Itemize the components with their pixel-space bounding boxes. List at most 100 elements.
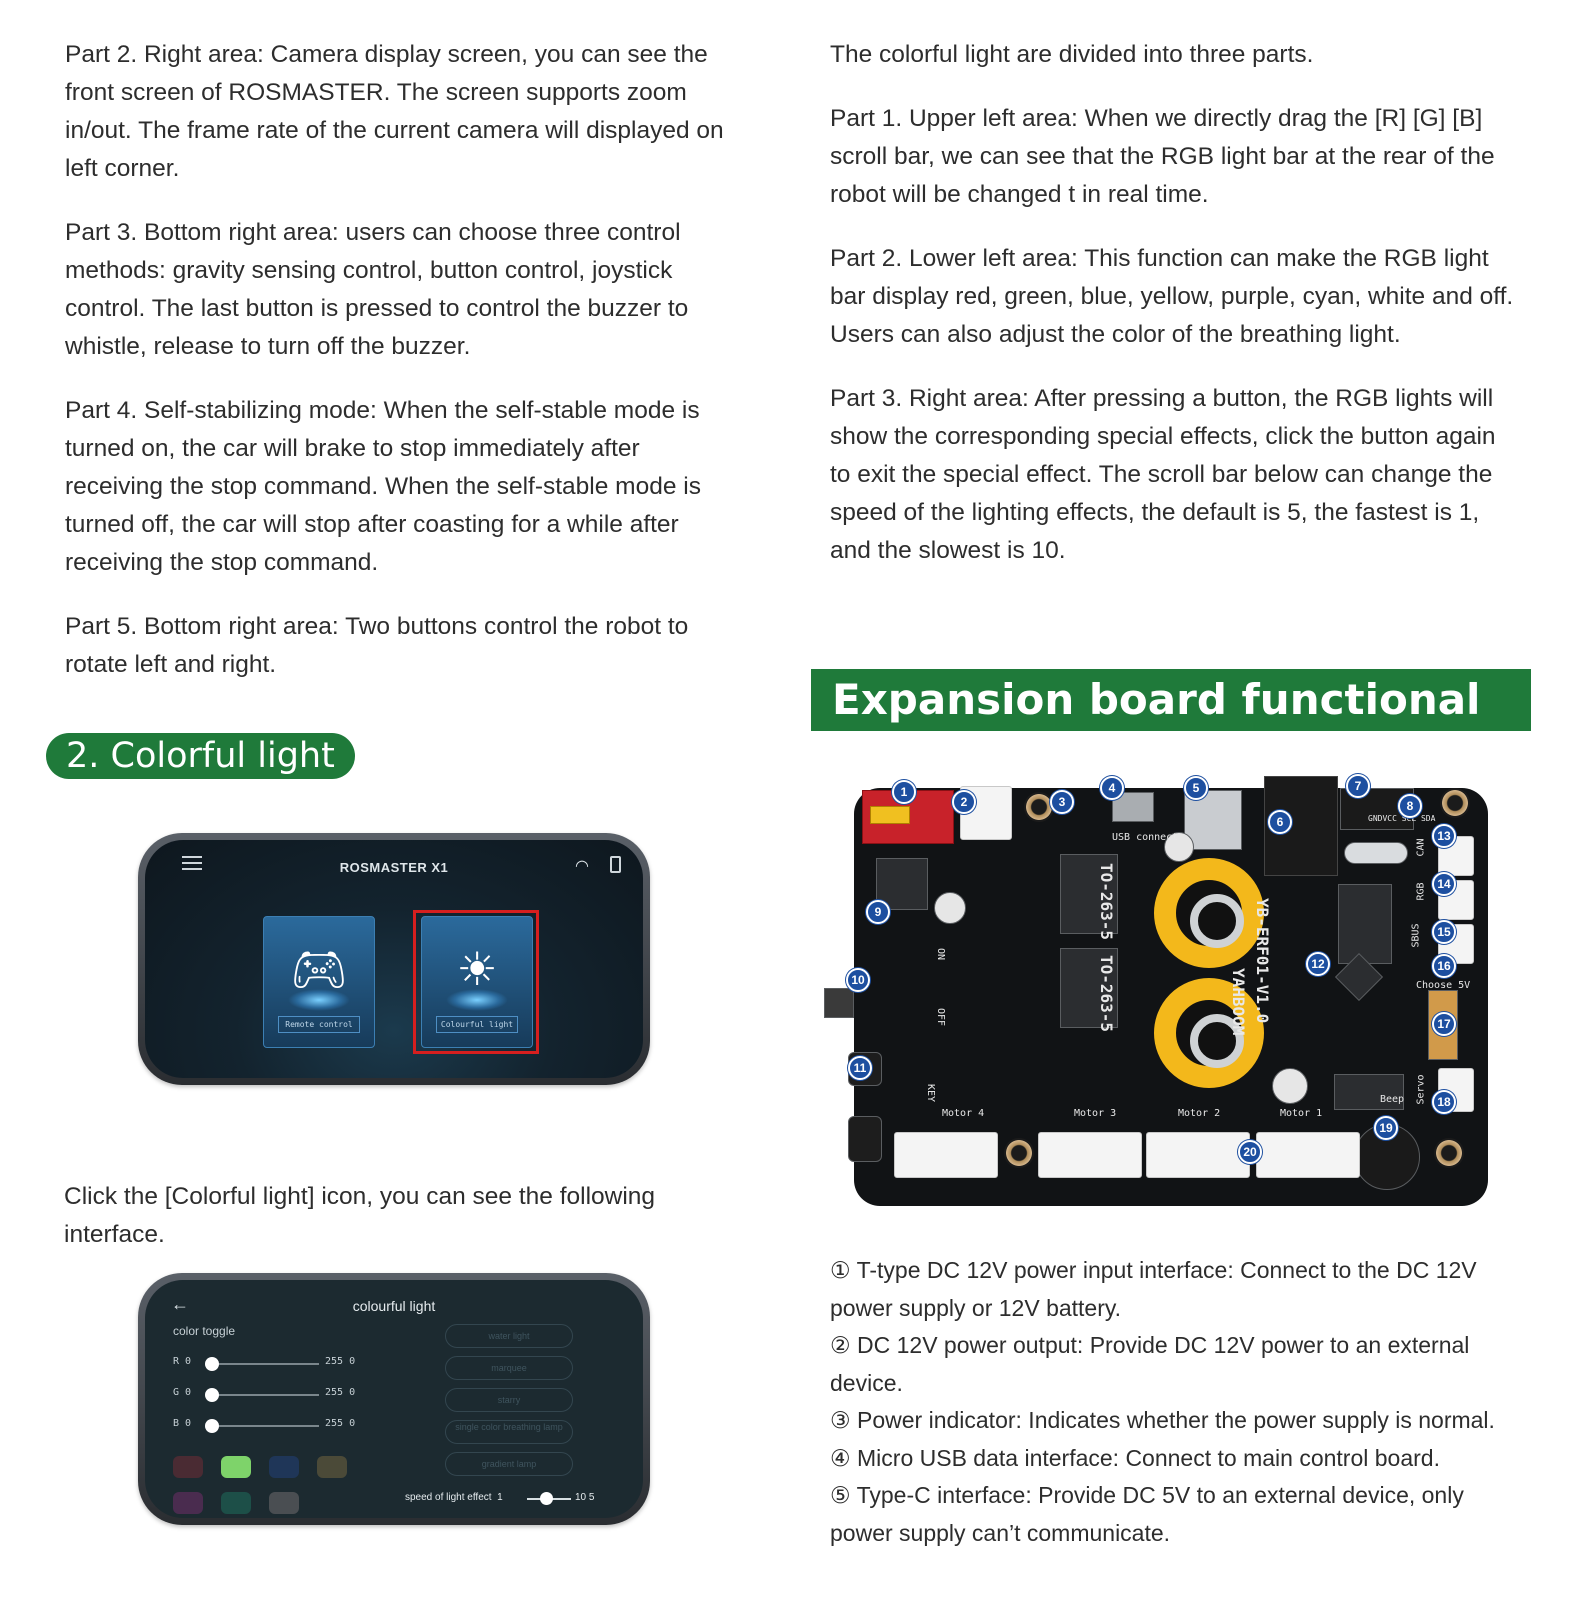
beep-silk: Beep [1380, 1094, 1405, 1105]
motor4-silk: Motor 4 [942, 1108, 985, 1119]
hologram-glow [446, 989, 508, 1011]
hamburger-menu-icon[interactable] [182, 856, 202, 870]
motor3-connector [1038, 1132, 1142, 1178]
color-swatch[interactable] [173, 1456, 203, 1478]
regulator-chip [1338, 884, 1392, 964]
speed-slider-knob[interactable] [540, 1492, 553, 1505]
paragraph-light-part3: Part 3. Right area: After pressing a but… [830, 385, 1496, 564]
on-silk: ON [935, 948, 946, 961]
speed-label: speed of light effect 1 [405, 1492, 503, 1503]
marker-18: 18 [1432, 1090, 1456, 1114]
mounting-hole [1440, 788, 1470, 818]
phone-screenshot-menu: ROSMASTER X1 ◠ 🎮︎ Remote control ☀ Colou… [138, 833, 650, 1085]
marker-14: 14 [1432, 872, 1456, 896]
marker-11: 11 [848, 1056, 872, 1080]
marker-17: 17 [1432, 1012, 1456, 1036]
reset-button [848, 1116, 882, 1162]
marker-15: 15 [1432, 920, 1456, 944]
effect-breathing-button[interactable]: single color breathing lamp [445, 1420, 573, 1444]
slider-knob[interactable] [205, 1388, 219, 1402]
marker-19: 19 [1374, 1116, 1398, 1140]
marker-3: 3 [1050, 790, 1074, 814]
color-swatch[interactable] [221, 1492, 251, 1514]
mounting-hole [1434, 1138, 1464, 1168]
motor2-connector [1146, 1132, 1250, 1178]
list-item: ⑤ Type-C interface: Provide DC 5V to an … [830, 1482, 1464, 1546]
paragraph-part4: Part 4. Self-stabilizing mode: When the … [65, 397, 701, 576]
capacitor [934, 892, 966, 924]
color-swatch[interactable] [269, 1456, 299, 1478]
colourful-light-label: Colourful light [436, 1016, 518, 1033]
color-swatch[interactable] [221, 1456, 251, 1478]
slider-track [211, 1363, 319, 1365]
marker-16: 16 [1432, 954, 1456, 978]
intro-colorful-light: The colorful light are divided into thre… [830, 41, 1314, 68]
can-silk: CAN [1415, 838, 1427, 857]
slider-b[interactable]: B 0 255 0 [173, 1418, 373, 1434]
sbus-silk: SBUS [1410, 923, 1422, 948]
brand-silk: YAHBOOM [1229, 968, 1248, 1036]
battery-icon [610, 856, 621, 873]
mounting-hole [1004, 1138, 1034, 1168]
slider-b-label: B 0 [173, 1418, 192, 1429]
to263-regulator-b [1060, 948, 1118, 1028]
screen-title: colourful light [352, 1298, 436, 1314]
effect-water-light-button[interactable]: water light [445, 1324, 573, 1348]
slider-g-max: 255 0 [325, 1387, 356, 1398]
to263-regulator-a [1060, 854, 1118, 934]
selection-highlight [413, 910, 539, 1054]
speed-values: 10 5 [575, 1492, 595, 1503]
app-title: ROSMASTER X1 [339, 860, 449, 875]
toroid-inductor [1154, 858, 1264, 968]
effect-marquee-button[interactable]: marquee [445, 1356, 573, 1380]
list-item: ④ Micro USB data interface: Connect to m… [830, 1444, 1440, 1471]
marker-8: 8 [1398, 794, 1422, 818]
paragraph-part2: Part 2. Right area: Camera display scree… [65, 41, 724, 182]
color-swatch[interactable] [173, 1492, 203, 1514]
slider-r-label: R 0 [173, 1356, 192, 1367]
marker-7: 7 [1346, 774, 1370, 798]
colourful-light-tile[interactable]: ☀ Colourful light [421, 916, 533, 1048]
hologram-glow [288, 989, 350, 1011]
expansion-board-image: TO-263-5 TO-263-5 YAHBOOM YB-ERF01-V1.0 … [824, 772, 1496, 1208]
phone-screen: ROSMASTER X1 ◠ 🎮︎ Remote control ☀ Colou… [145, 840, 643, 1078]
paragraph-light-part2: Part 2. Lower left area: This function c… [830, 245, 1514, 348]
color-swatch[interactable] [269, 1492, 299, 1514]
to263-label-a: TO-263-5 [1097, 862, 1117, 941]
back-arrow-icon[interactable]: ← [171, 1294, 189, 1314]
paragraph-part5: Part 5. Bottom right area: Two buttons c… [65, 613, 689, 678]
slider-g-label: G 0 [173, 1387, 192, 1398]
expansion-board-banner: Expansion board functional layout [811, 669, 1531, 786]
wifi-icon: ◠ [575, 858, 589, 875]
section-heading-colorful-light: 2. Colorful light [46, 733, 355, 779]
usb-connect-silk: USB connect [1112, 832, 1179, 843]
slider-g[interactable]: G 0 255 0 [173, 1387, 373, 1403]
phone-screenshot-colourful-light: ← colourful light color toggle R 0 255 0… [138, 1273, 650, 1525]
gamepad-icon: 🎮︎ [289, 943, 349, 995]
marker-12: 12 [1306, 952, 1330, 976]
lightbulb-icon: ☀ [456, 943, 498, 995]
left-column: Part 2. Right area: Camera display scree… [65, 36, 740, 684]
slider-track [211, 1394, 319, 1396]
servo-silk: Servo [1415, 1074, 1427, 1105]
rgb-silk: RGB [1415, 882, 1427, 901]
effect-gradient-button[interactable]: gradient lamp [445, 1452, 573, 1476]
marker-4: 4 [1100, 776, 1124, 800]
phone-screen: ← colourful light color toggle R 0 255 0… [145, 1280, 643, 1518]
marker-20: 20 [1238, 1140, 1262, 1164]
color-toggle-label: color toggle [173, 1324, 236, 1338]
effect-starry-button[interactable]: starry [445, 1388, 573, 1412]
paragraph-light-part1: Part 1. Upper left area: When we directl… [830, 105, 1495, 208]
motor3-silk: Motor 3 [1074, 1108, 1117, 1119]
slider-r[interactable]: R 0 255 0 [173, 1356, 373, 1372]
slider-r-max: 255 0 [325, 1356, 356, 1367]
remote-control-tile[interactable]: 🎮︎ Remote control [263, 916, 375, 1048]
mounting-hole [1024, 792, 1054, 822]
slider-knob[interactable] [205, 1357, 219, 1371]
color-swatch[interactable] [317, 1456, 347, 1478]
slider-knob[interactable] [205, 1419, 219, 1433]
type-c-port [1184, 790, 1242, 850]
interface-list: ① T-type DC 12V power input interface: C… [830, 1252, 1520, 1552]
marker-9: 9 [866, 900, 890, 924]
speed-min: 1 [497, 1492, 503, 1503]
